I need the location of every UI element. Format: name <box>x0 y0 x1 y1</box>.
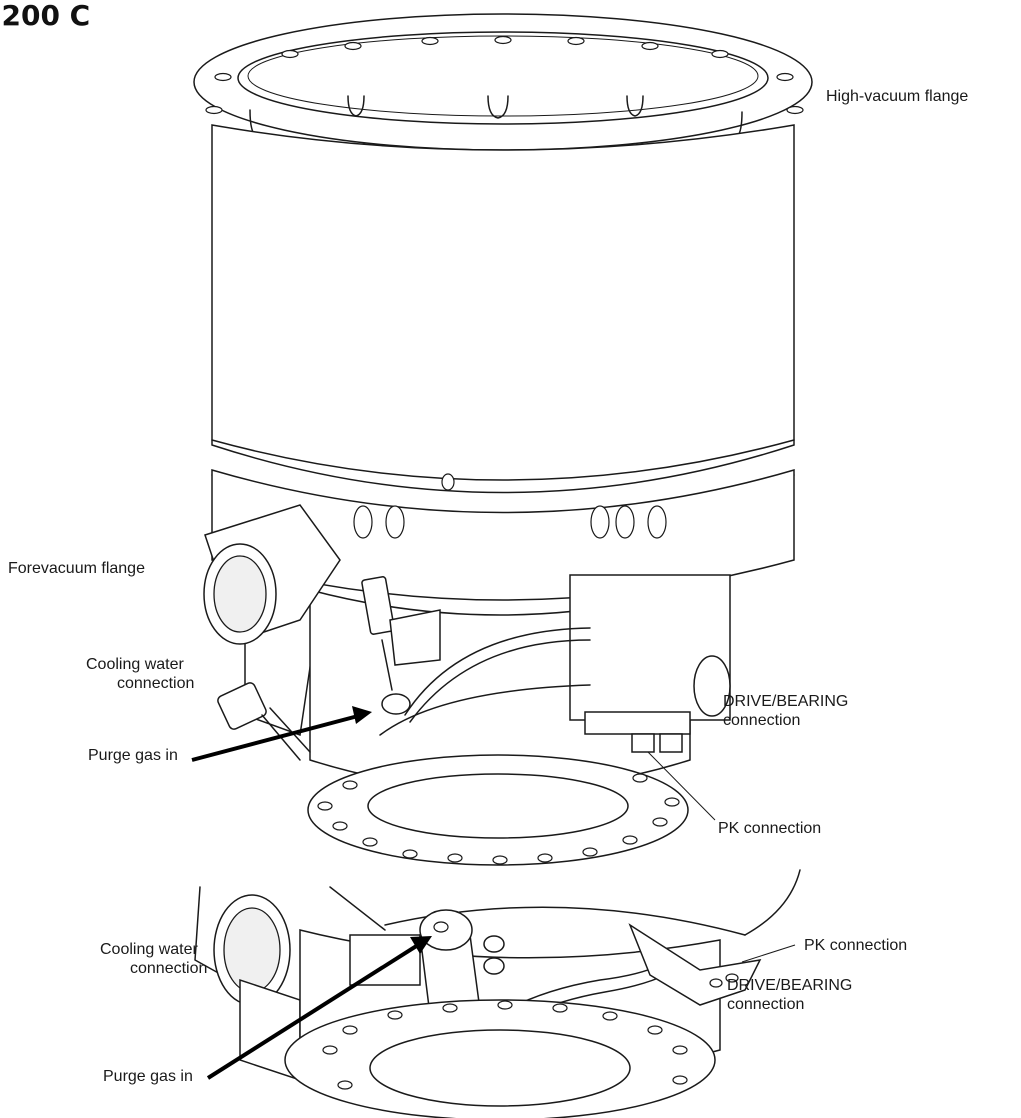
high-vacuum-flange-label: High-vacuum flange <box>826 88 969 105</box>
cooling-water-label-bottom-line1: Cooling water <box>100 941 198 958</box>
purge-gas-arrow-top <box>191 706 372 762</box>
ring-holes <box>353 473 667 539</box>
pk-connection-label-bottom: PK connection <box>804 937 908 954</box>
page-title: 2200 C <box>0 0 91 32</box>
drive-bearing-label-top-line1: DRIVE/BEARING <box>723 693 849 710</box>
forevacuum-flange <box>203 504 341 645</box>
purge-gas-label-top: Purge gas in <box>88 747 178 764</box>
forevacuum-flange-label: Forevacuum flange <box>8 560 145 577</box>
high-vacuum-flange-inner <box>237 31 769 125</box>
drive-bearing-label-top-line2: connection <box>723 712 801 729</box>
flange-bolt-holes <box>205 35 804 115</box>
drive-bearing-label-bottom-line1: DRIVE/BEARING <box>727 977 853 994</box>
purge-gas-label-bottom: Purge gas in <box>103 1068 193 1085</box>
pk-connection-label-top: PK connection <box>718 820 822 837</box>
purge-gas-fitting-top <box>361 576 441 715</box>
bottom-flange-lower-view <box>284 999 716 1118</box>
pk-connection-leader-top <box>647 751 716 821</box>
pump-lower-detail-view <box>194 869 801 1118</box>
purge-gas-arrow-bottom <box>206 936 432 1080</box>
cooling-water-label-top-line2: connection <box>117 675 195 692</box>
pk-connector-bottom <box>628 923 762 1006</box>
cooling-hose-top <box>404 627 591 716</box>
bottom-flange-top-view <box>307 754 689 866</box>
pump-housing <box>211 124 795 494</box>
drive-bearing-label-bottom-line2: connection <box>727 996 805 1013</box>
pump-upper-assembly <box>193 13 813 866</box>
high-vacuum-flange-outer <box>193 13 813 151</box>
cooling-water-label-top-line1: Cooling water <box>86 656 184 673</box>
drive-bearing-connector-top <box>584 711 691 753</box>
purge-gas-fitting-bottom <box>349 909 505 1016</box>
pk-connection-leader-bottom <box>741 944 796 963</box>
cooling-water-label-bottom-line2: connection <box>130 960 208 977</box>
